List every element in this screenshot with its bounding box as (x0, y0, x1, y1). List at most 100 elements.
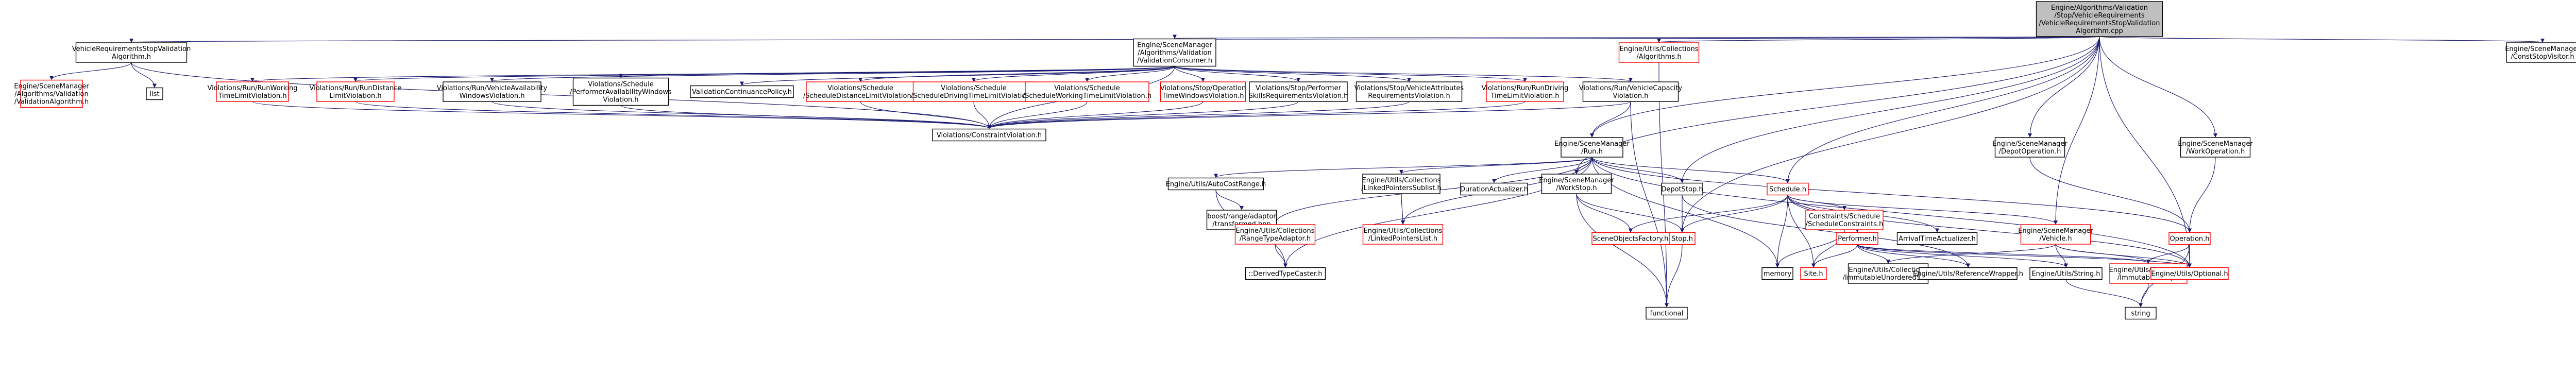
node-label-line: Operation.h (2170, 235, 2209, 243)
node-box (443, 81, 541, 102)
include-edge (1680, 195, 1788, 233)
node-label-line: /Stop/VehicleRequirements (2054, 12, 2144, 20)
node-box (2180, 137, 2251, 158)
node-label-line: /Run.h (1581, 148, 1603, 156)
node-box (2168, 232, 2211, 245)
graph-node[interactable]: ::DerivedTypeCaster.h (1245, 267, 1326, 280)
graph-node[interactable]: Engine/Utils/ReferenceWrapper.h (1913, 267, 2023, 280)
node-label-line: Engine/Utils/ReferenceWrapper.h (1913, 270, 2023, 278)
include-edge (1590, 36, 2100, 138)
graph-node[interactable]: string (2125, 306, 2157, 320)
graph-node[interactable]: ValidationContinuancePolicy.h (690, 85, 794, 98)
graph-node[interactable]: VehicleRequirementsStopValidationAlgorit… (72, 42, 191, 63)
graph-node[interactable]: Performer.h (1836, 232, 1878, 245)
node-box (2020, 224, 2091, 245)
graph-node[interactable]: Engine/Utils/Collections/LinkedPointersS… (1361, 174, 1442, 194)
node-label-line: memory (1764, 270, 1792, 278)
node-box (1836, 232, 1878, 245)
graph-node[interactable]: Engine/Utils/String.h (2029, 267, 2103, 280)
graph-node[interactable]: Violations/Stop/OperationTimeWindowsViol… (1160, 81, 1246, 102)
graph-node[interactable]: Engine/SceneManager/Run.h (1554, 137, 1630, 158)
include-edge (858, 65, 1175, 82)
graph-node[interactable]: ArrivalTimeActualizer.h (1896, 232, 1978, 245)
graph-node[interactable]: Engine/SceneManager/Algorithms/Validatio… (1133, 38, 1216, 67)
graph-node[interactable]: Violations/ConstraintViolation.h (932, 128, 1046, 142)
include-edge (1283, 157, 1592, 268)
include-edge (973, 101, 991, 129)
node-label-line: /ConstStopVisitor.h (2511, 53, 2574, 61)
node-box (2150, 267, 2229, 280)
graph-node[interactable]: Violations/Run/VehicleAvailabilityWindow… (437, 81, 548, 102)
graph-node[interactable]: DurationActualizer.h (1460, 182, 1528, 196)
node-label-line: /Algorithms.h (1636, 53, 1681, 61)
node-label-line: Engine/SceneManager (1992, 140, 2067, 148)
graph-node[interactable]: Violations/Stop/PerformerSkillsRequireme… (1249, 81, 1348, 102)
graph-node[interactable]: Engine/Utils/Optional.h (2150, 267, 2229, 280)
node-label-line: Violations/Stop/Performer (1256, 84, 1342, 92)
node-label-line: Engine/SceneManager (2018, 227, 2093, 235)
graph-node[interactable]: Engine/Utils/Collections/RangeTypeAdapto… (1234, 224, 1316, 245)
graph-node[interactable]: Violations/Schedule/ScheduleWorkingTimeL… (1023, 81, 1151, 102)
include-edge (355, 101, 991, 129)
node-label-line: /ScheduleWorkingTimeLimitViolation.h (1023, 92, 1151, 100)
include-edge (1857, 244, 2150, 264)
node-box (690, 85, 794, 98)
graph-node[interactable]: Engine/Utils/AutoCostRange.h (1166, 177, 1266, 191)
graph-node[interactable]: DepotStop.h (1661, 182, 1703, 196)
include-edge (1591, 157, 2192, 233)
include-edge (1174, 65, 1300, 82)
node-box (1646, 306, 1688, 320)
graph-node[interactable]: functional (1646, 306, 1688, 320)
graph-node[interactable]: Stop.h (1669, 232, 1696, 245)
graph-node[interactable]: Schedule.h (1767, 182, 1809, 196)
graph-node[interactable]: Violations/Schedule/PerformerAvailabilit… (570, 77, 672, 106)
include-edge (2029, 157, 2192, 233)
node-label-line: Engine/SceneManager (14, 83, 89, 91)
include-edge (2099, 36, 2217, 138)
graph-node[interactable]: Constraints/Schedule/ScheduleConstraints… (1805, 210, 1884, 230)
graph-node[interactable]: Violations/Schedule/ScheduleDrivingTimeL… (911, 81, 1037, 102)
graph-node[interactable]: Violations/Run/RunWorkingTimeLimitViolat… (207, 81, 298, 102)
node-box (1669, 232, 1696, 245)
node-label-line: /DepotOperation.h (1999, 148, 2061, 156)
graph-node[interactable]: Violations/Run/RunDistanceLimitViolation… (310, 81, 402, 102)
graph-node[interactable]: list (146, 87, 163, 100)
node-box (1249, 81, 1348, 102)
graph-node[interactable]: memory (1761, 267, 1793, 280)
node-label-line: Violations/Schedule (941, 84, 1007, 92)
graph-node[interactable]: Violations/Run/VehicleCapacityViolation.… (1579, 81, 1683, 102)
graph-node[interactable]: Violations/Run/RunDrivingTimeLimitViolat… (1482, 81, 1569, 102)
node-box (75, 42, 188, 63)
node-label-line: /ValidationConsumer.h (1137, 57, 1212, 65)
graph-node[interactable]: Engine/SceneManager/DepotOperation.h (1992, 137, 2067, 158)
include-edge (2055, 244, 2192, 268)
include-edge (2055, 244, 2068, 268)
graph-node[interactable]: Violations/Stop/VehicleAttributesRequire… (1354, 81, 1464, 102)
graph-node[interactable]: Site.h (1800, 267, 1827, 280)
include-edge (1591, 157, 1780, 268)
node-label-line: Engine/SceneManager (1137, 42, 1212, 49)
include-edge (2054, 36, 2100, 225)
node-label-line: /ScheduleDrivingTimeLimitViolation.h (911, 92, 1037, 100)
graph-node[interactable]: Engine/Algorithms/Validation/Stop/Vehicl… (2036, 1, 2163, 37)
include-edge (1886, 244, 2056, 264)
graph-node[interactable]: Engine/SceneManager/WorkStop.h (1539, 174, 1614, 194)
include-edge (987, 101, 1299, 129)
graph-node[interactable]: Violations/Schedule/ScheduleDistanceLimi… (803, 81, 918, 102)
graph-node[interactable]: Engine/Utils/Collections/LinkedPointersL… (1362, 224, 1444, 245)
node-label-line: /VehicleRequirementsStopValidation (2039, 20, 2160, 27)
node-label-line: Violations/Schedule (1054, 84, 1120, 92)
node-label-line: string (2131, 310, 2150, 318)
graph-node[interactable]: Operation.h (2168, 232, 2211, 245)
graph-node[interactable]: Engine/Utils/Collections/Algorithms.h (1618, 42, 1700, 63)
node-label-line: /RangeTypeAdaptor.h (1240, 235, 1311, 243)
graph-node[interactable]: Engine/SceneManager/Vehicle.h (2018, 224, 2093, 245)
graph-node[interactable]: Engine/SceneManager/ConstStopVisitor.h (2505, 42, 2576, 63)
graph-node[interactable]: Engine/Utils/Collections/ImmutableUnorde… (1843, 263, 1934, 284)
graph-node[interactable]: Engine/SceneManager/WorkOperation.h (2178, 137, 2253, 158)
graph-node[interactable]: SceneObjectsFactory.h (1591, 232, 1670, 245)
node-label-line: Engine/SceneManager (2178, 140, 2253, 148)
graph-node[interactable]: Engine/SceneManager/Algorithms/Validatio… (14, 79, 89, 108)
